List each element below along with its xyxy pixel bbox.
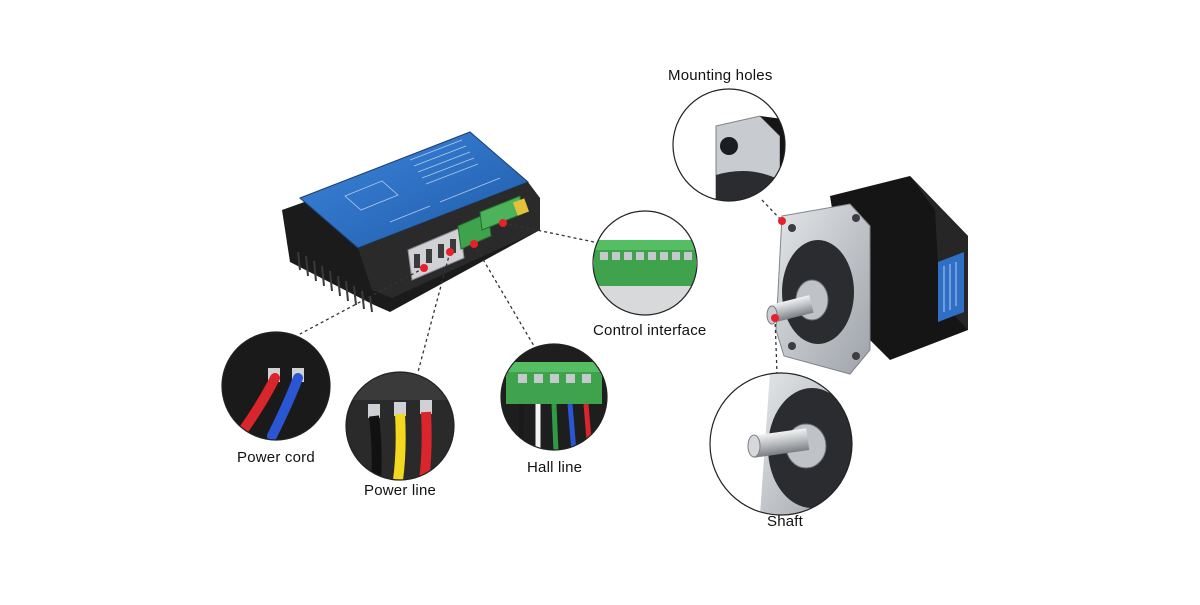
leader-hall <box>473 243 535 347</box>
label-mounting-holes: Mounting holes <box>668 67 773 84</box>
label-power-cord: Power cord <box>237 449 315 466</box>
callout-control-interface <box>592 210 698 316</box>
leader-mounting <box>761 199 783 222</box>
callout-shaft <box>709 372 853 516</box>
callout-hall-line <box>500 343 608 451</box>
panel-printing <box>344 139 501 223</box>
callout-power-line <box>345 371 455 481</box>
motor-nameplate <box>938 252 964 322</box>
flange-mounting-holes <box>788 214 860 360</box>
nameplate-text-lines <box>943 262 957 312</box>
marker-power-line <box>446 248 454 256</box>
marker-control <box>499 219 507 227</box>
brushless-motor <box>766 176 968 375</box>
label-shaft: Shaft <box>767 513 804 530</box>
marker-mounting <box>778 217 786 225</box>
marker-power-cord <box>420 264 428 272</box>
callout-mounting-holes <box>672 88 786 202</box>
label-control-interface: Control interface <box>593 322 707 339</box>
driver-connector <box>512 198 530 216</box>
marker-shaft <box>771 314 779 322</box>
heatsink-fins <box>297 251 373 313</box>
red-markers <box>420 217 786 322</box>
label-power-line: Power line <box>364 482 437 499</box>
leader-power-line <box>417 251 451 373</box>
callout-power-cord <box>221 331 331 441</box>
leader-lines <box>299 199 783 374</box>
marker-hall <box>470 240 478 248</box>
label-hall-line: Hall line <box>527 459 583 476</box>
